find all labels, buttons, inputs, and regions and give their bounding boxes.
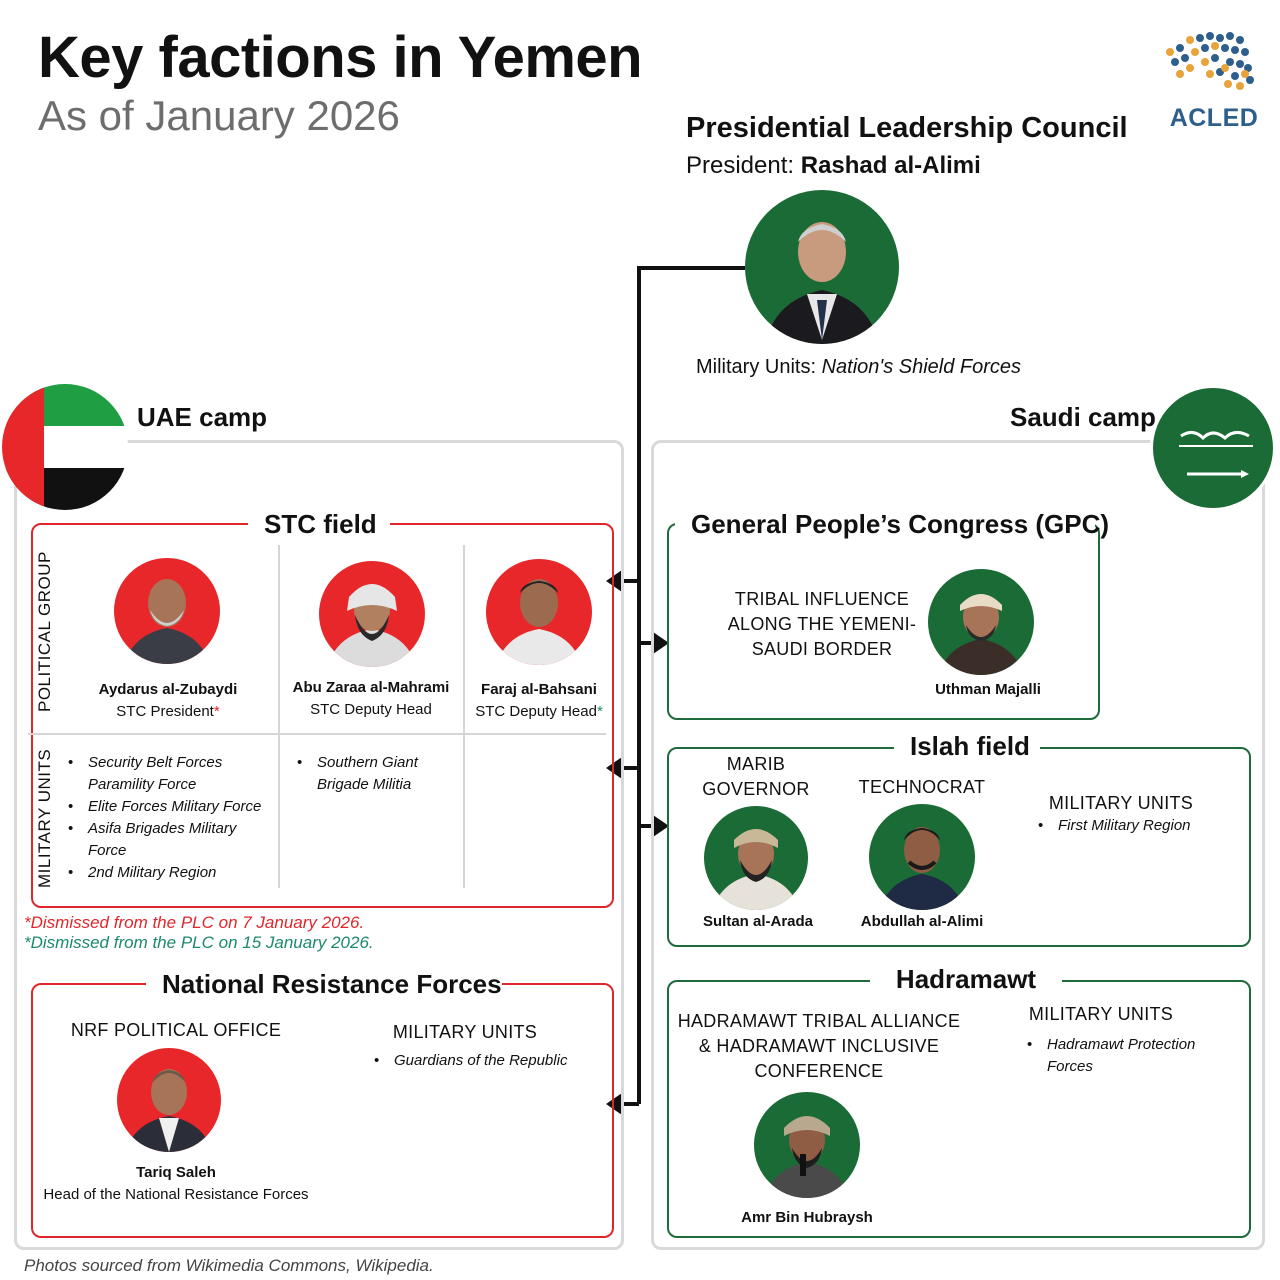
stc-member-role: STC Deputy Head* xyxy=(475,703,603,720)
nrf-title: National Resistance Forces xyxy=(146,969,502,1000)
stc-member-role: STC President* xyxy=(116,703,220,720)
uae-camp-panel xyxy=(14,440,624,1250)
plc-president-label: President: xyxy=(686,152,795,179)
uthman-majalli-photo xyxy=(928,569,1034,675)
arrow-left-icon xyxy=(606,757,622,779)
nrf-leader-role: Head of the National Resistance Forces xyxy=(43,1186,309,1203)
political-group-label: POLITICAL GROUP xyxy=(35,551,54,712)
stc-member-name: Aydarus al-Zubaydi xyxy=(98,681,238,698)
aydarus-al-zubaydi-photo xyxy=(114,558,220,664)
stc-member-role: STC Deputy Head xyxy=(310,701,432,718)
plc-president: President: Rashad al-Alimi xyxy=(686,152,981,180)
abdullah-al-alimi-photo xyxy=(869,804,975,910)
acled-logo-icon xyxy=(1160,28,1270,133)
nrf-political-office-label: NRF POLITICAL OFFICE xyxy=(70,1020,282,1040)
list-item: 2nd Military Region xyxy=(66,862,276,884)
stc-divider xyxy=(278,545,280,888)
tariq-saleh-photo xyxy=(117,1048,221,1152)
list-item: Asifa Brigades Military Force xyxy=(66,818,276,862)
acled-logo-text: ACLED xyxy=(1169,104,1259,132)
plc-military-value: Nation's Shield Forces xyxy=(821,356,1022,378)
stc-divider xyxy=(28,733,606,735)
list-item: Guardians of the Republic xyxy=(372,1050,592,1072)
dismissed-mark-green: * xyxy=(596,703,603,720)
dismissed-note-green: *Dismissed from the PLC on 15 January 20… xyxy=(24,933,374,952)
amr-bin-hubraysh-photo xyxy=(754,1092,860,1198)
islah-technocrat-label: TECHNOCRAT xyxy=(858,777,986,797)
page-title: Key factions in Yemen xyxy=(38,25,643,90)
rashad-al-alimi-photo xyxy=(745,190,899,344)
plc-title: Presidential Leadership Council xyxy=(686,112,1128,144)
faraj-al-bahsani-photo xyxy=(486,559,592,665)
stc-units-list-2: Southern Giant Brigade Militia xyxy=(295,752,455,796)
plc-military-units: Military Units: Nation's Shield Forces xyxy=(696,356,1021,379)
islah-marib-name: Sultan al-Arada xyxy=(702,913,814,930)
islah-marib-label: MARIB GOVERNOR xyxy=(702,754,810,799)
gpc-title: General People’s Congress (GPC) xyxy=(675,509,1109,540)
abu-zaraa-al-mahrami-photo xyxy=(319,561,425,667)
islah-units-list: First Military Region xyxy=(1036,815,1236,837)
list-item: First Military Region xyxy=(1036,815,1236,837)
hadramawt-caption: HADRAMAWT TRIBAL ALLIANCE & HADRAMAWT IN… xyxy=(677,1011,961,1081)
plc-president-name: Rashad al-Alimi xyxy=(800,152,981,179)
stc-field-title: STC field xyxy=(248,509,390,540)
stc-divider xyxy=(463,545,465,888)
military-units-label: MILITARY UNITS xyxy=(35,748,54,888)
islah-technocrat-name: Abdullah al-Alimi xyxy=(860,913,984,930)
uae-flag-icon xyxy=(2,384,128,510)
dismissed-note-red: *Dismissed from the PLC on 7 January 202… xyxy=(24,913,365,932)
sultan-al-arada-photo xyxy=(704,806,808,910)
arrow-right-icon xyxy=(653,815,669,837)
saudi-camp-panel xyxy=(651,440,1265,1250)
list-item: Elite Forces Military Force xyxy=(66,796,276,818)
list-item: Hadramawt Protection Forces xyxy=(1025,1034,1235,1078)
stc-units-list-1: Security Belt Forces Paramility Force El… xyxy=(66,752,276,884)
hadramawt-military-units-label: MILITARY UNITS xyxy=(1028,1004,1174,1024)
page-subtitle: As of January 2026 xyxy=(38,92,400,139)
photo-source-note: Photos sourced from Wikimedia Commons, W… xyxy=(24,1256,434,1275)
islah-title: Islah field xyxy=(894,731,1040,762)
plc-military-label: Military Units: xyxy=(696,356,817,378)
list-item: Security Belt Forces Paramility Force xyxy=(66,752,276,796)
hadramawt-title: Hadramawt xyxy=(870,964,1062,995)
saudi-flag-icon xyxy=(1150,385,1276,511)
arrow-left-icon xyxy=(606,1093,622,1115)
islah-military-units-label: MILITARY UNITS xyxy=(1048,793,1194,813)
uae-camp-label: UAE camp xyxy=(137,402,268,432)
arrow-right-icon xyxy=(653,632,669,654)
stc-member-name: Faraj al-Bahsani xyxy=(481,681,597,698)
hadramawt-leader-name: Amr Bin Hubraysh xyxy=(741,1209,873,1226)
hadramawt-units-list: Hadramawt Protection Forces xyxy=(1025,1034,1235,1078)
saudi-camp-label: Saudi camp xyxy=(1010,402,1156,432)
gpc-leader-name: Uthman Majalli xyxy=(935,681,1041,698)
nrf-leader-name: Tariq Saleh xyxy=(136,1164,216,1181)
stc-member-name: Abu Zaraa al-Mahrami xyxy=(292,679,450,696)
arrow-left-icon xyxy=(606,570,622,592)
list-item: Southern Giant Brigade Militia xyxy=(295,752,455,796)
nrf-military-units-label: MILITARY UNITS xyxy=(392,1022,538,1042)
gpc-caption: TRIBAL INFLUENCE ALONG THE YEMENI-SAUDI … xyxy=(727,589,917,659)
dismissed-mark-red: * xyxy=(213,703,220,720)
nrf-units-list: Guardians of the Republic xyxy=(372,1050,592,1072)
